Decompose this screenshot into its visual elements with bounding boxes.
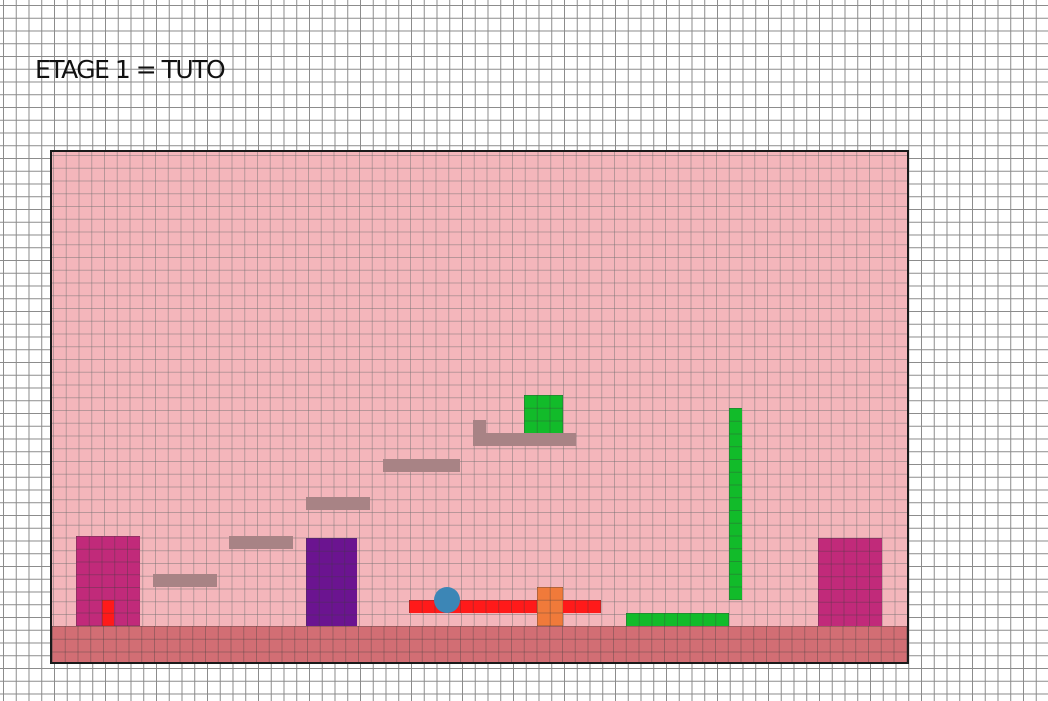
green-block [524, 395, 563, 433]
green-vertical-bar [729, 408, 742, 600]
exit-door [818, 538, 882, 626]
ground-floor [52, 626, 907, 662]
blue-ball [434, 587, 460, 613]
platform-step-5 [473, 433, 576, 446]
purple-pillar [306, 538, 357, 626]
green-floor-bar [626, 613, 729, 626]
platform-step-4 [383, 459, 460, 472]
platform-step-2 [229, 536, 293, 549]
level-title: ETAGE 1 = TUTO [35, 55, 226, 84]
level-area [50, 150, 909, 664]
platform-step-1 [153, 574, 217, 587]
orange-block [537, 587, 563, 626]
platform-step-3 [306, 497, 370, 510]
start-marker [102, 600, 114, 626]
platform-step-5-lip [473, 420, 486, 433]
start-door [76, 536, 140, 626]
